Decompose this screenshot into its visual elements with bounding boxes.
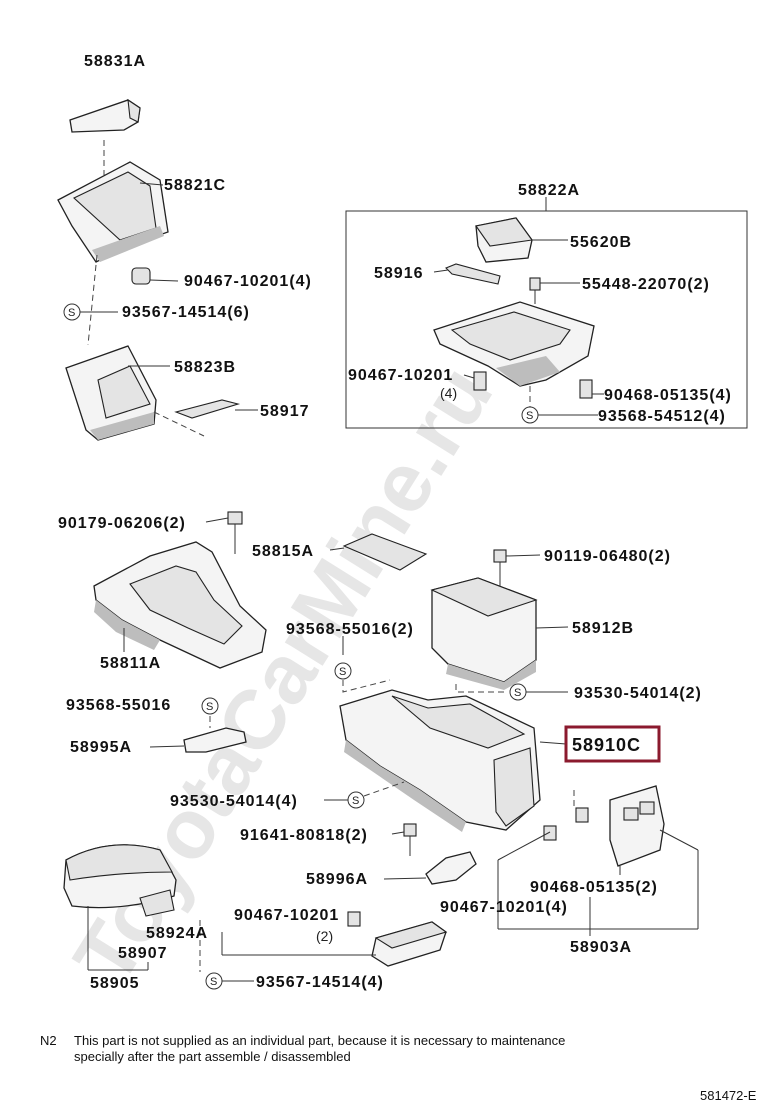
highlight-box [564,725,661,763]
label-58815a: 58815A [252,543,314,560]
clip-90468-lower-illustration [575,807,589,823]
hinge-58924a-illustration [139,889,175,917]
label-58912b: 58912B [572,620,634,637]
label-91641-80818-2: 91641-80818(2) [240,827,368,844]
label-93568-55016: 93568-55016 [66,697,171,714]
label-58995a: 58995A [70,739,132,756]
label-58831a: 58831A [84,53,146,70]
clip-90468-illustration [579,379,593,399]
clip-90467-bottom-illustration [347,911,361,927]
symbol-s-label: S [526,410,533,422]
part-58910c-illustration [339,689,541,832]
label-qty-2-lower: (2) [316,928,333,944]
clip-90467-illustration [131,267,151,285]
footnote-line-2: specially after the part assemble / disa… [74,1049,351,1064]
symbol-s-label: S [514,687,521,699]
part-58811a-illustration [93,541,267,669]
label-90467-10201-4-a: 90467-10201(4) [184,273,312,290]
label-90467-10201-4-b: 90467-10201(4) [440,899,568,916]
part-58815a-illustration [342,533,428,571]
label-58905: 58905 [90,975,140,992]
symbol-s-5: S [509,683,527,701]
label-93530-54014-2: 93530-54014(2) [574,685,702,702]
label-90468-05135-2: 90468-05135(2) [530,879,658,896]
label-58823b: 58823B [174,359,236,376]
symbol-s-6: S [347,791,365,809]
label-93530-54014-4: 93530-54014(4) [170,793,298,810]
label-qty-4-upper: (4) [440,385,457,401]
footnote-line-1: This part is not supplied as an individu… [74,1033,565,1048]
label-90179-06206-2: 90179-06206(2) [58,515,186,532]
part-58907-illustration [63,844,177,909]
part-58996a-illustration [425,851,477,885]
part-58916-illustration [445,263,501,285]
label-58822a: 58822A [518,182,580,199]
part-58831a-illustration [69,98,141,133]
symbol-s-7: S [205,972,223,990]
symbol-s-label: S [352,795,359,807]
part-58903a-illustration [609,785,665,867]
footnote-code: N2 [40,1033,57,1048]
label-93568-55016-2: 93568-55016(2) [286,621,414,638]
label-58916: 58916 [374,265,424,282]
label-93568-54512-4: 93568-54512(4) [598,408,726,425]
label-90119-06480-2: 90119-06480(2) [544,548,671,565]
part-58905-illustration [371,921,448,967]
label-58917: 58917 [260,403,310,420]
part-58823b-illustration [65,345,157,441]
label-55620b: 55620B [570,234,632,251]
screw-91641-illustration [403,823,417,856]
label-58907: 58907 [118,945,168,962]
label-58811a: 58811A [100,655,161,672]
clip-90467-lower-illustration [543,825,557,841]
symbol-s-2: S [521,406,539,424]
symbol-s-label: S [68,307,75,319]
symbol-s-label: S [206,701,213,713]
label-58996a: 58996A [306,871,368,888]
label-55448-22070-2: 55448-22070(2) [582,276,710,293]
part-58995a-illustration [183,727,247,753]
symbol-s-label: S [339,666,346,678]
figure-number: 581472-E [700,1088,757,1103]
screw-90179-illustration [227,511,243,554]
part-58917-illustration [174,399,241,419]
label-93567-14514-6: 93567-14514(6) [122,304,250,321]
label-93567-14514-4: 93567-14514(4) [256,974,384,991]
symbol-s-1: S [63,303,81,321]
label-90467-10201-lower: 90467-10201 [234,907,339,924]
symbol-s-label: S [210,976,217,988]
label-90467-10201-upper: 90467-10201 [348,367,453,384]
symbol-s-3: S [201,697,219,715]
label-58924a: 58924A [146,925,208,942]
label-58821c: 58821C [164,177,226,194]
label-90468-05135-4: 90468-05135(4) [604,387,732,404]
label-58903a: 58903A [570,939,632,956]
label-58910c: 58910C [572,735,641,755]
symbol-s-4: S [334,662,352,680]
part-58821c-illustration [57,161,169,263]
screw-55448-illustration [529,277,541,304]
clip-90467-upper-illustration [473,371,487,391]
part-55620b-illustration [475,217,533,263]
part-58912b-illustration [430,577,538,690]
tray-58822a-illustration [433,301,595,387]
